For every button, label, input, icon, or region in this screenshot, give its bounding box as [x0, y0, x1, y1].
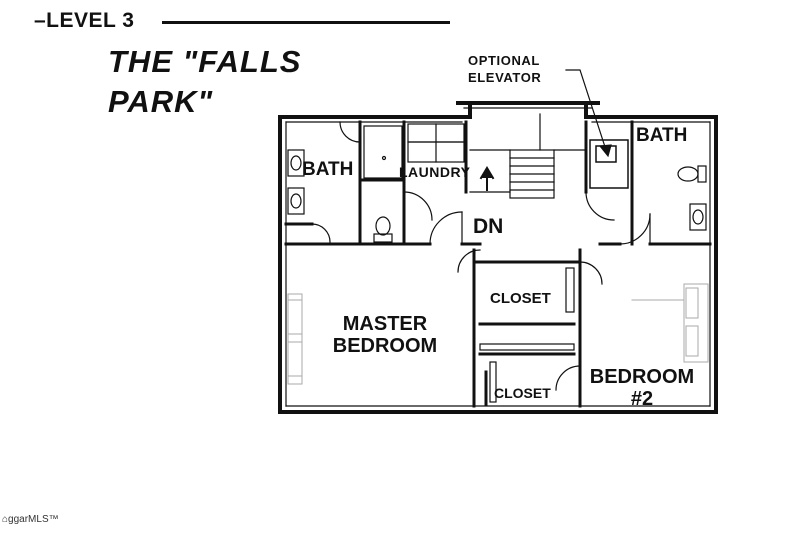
elevator-note: OPTIONAL ELEVATOR: [468, 52, 541, 86]
master-bed: [287, 293, 303, 385]
door-swings: [311, 121, 651, 391]
room-label-laundry: LAUNDRY: [399, 164, 471, 180]
room-label-closet-upper: CLOSET: [490, 290, 551, 307]
stairs: [469, 113, 587, 199]
room-label-closet-lower: CLOSET: [494, 385, 551, 401]
elevator-note-line1: OPTIONAL: [468, 53, 540, 68]
left-bath-fixtures: [287, 125, 403, 243]
bedroom2-bed: [631, 283, 709, 363]
level-title: –LEVEL 3: [34, 9, 135, 32]
room-label-bath-right: BATH: [636, 125, 688, 146]
room-label-master-bedroom: MASTER BEDROOM: [322, 313, 448, 357]
master-label-line2: BEDROOM: [332, 335, 438, 357]
closet-shelves: [479, 267, 575, 403]
room-label-bath-left: BATH: [302, 159, 354, 180]
elevator-callout: [565, 69, 612, 158]
room-label-bedroom2: BEDROOM #2: [578, 366, 706, 410]
plan-name-line2: PARK": [108, 84, 214, 119]
right-bath-fixtures: [677, 165, 707, 231]
master-label-line1: MASTER: [342, 313, 428, 335]
elevator-note-line2: ELEVATOR: [468, 70, 542, 85]
mls-watermark-text: ggarMLS™: [8, 514, 59, 525]
stairs-down-label: DN: [473, 215, 504, 238]
stair-direction-arrow: [479, 166, 495, 191]
bedroom2-label-line1: BEDROOM: [589, 366, 695, 388]
mls-house-icon: ⌂: [2, 514, 9, 525]
bedroom2-label-line2: #2: [630, 388, 654, 410]
level-title-rule: [162, 21, 450, 24]
mls-watermark-logo: ⌂ggarMLS™: [2, 514, 59, 525]
inner-wall-lines: [285, 107, 711, 413]
plan-name-line1: THE "FALLS: [108, 44, 302, 79]
laundry-cabinets: [407, 123, 465, 163]
